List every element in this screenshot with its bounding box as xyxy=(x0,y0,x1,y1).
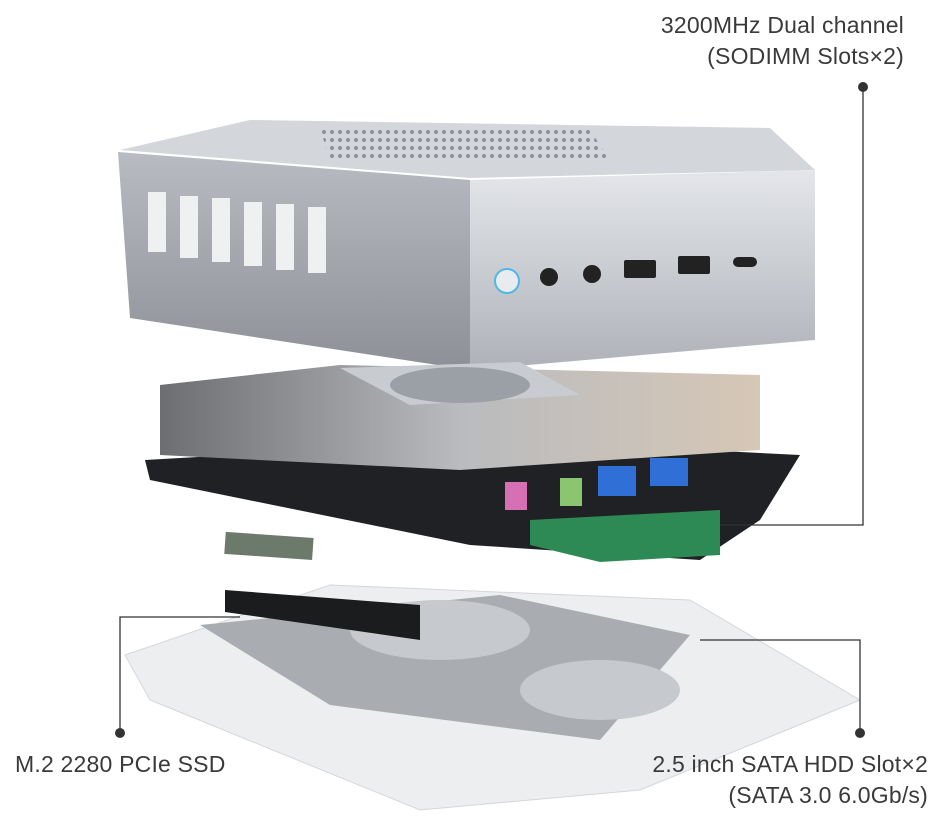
ssd-callout: M.2 2280 PCIe SSD xyxy=(15,749,226,780)
hdd-callout-line1: 2.5 inch SATA HDD Slot×2 xyxy=(652,751,928,777)
memory-callout-line2: (SODIMM Slots×2) xyxy=(707,43,904,69)
usb-c-port-icon xyxy=(733,257,757,267)
usb-port-icon xyxy=(624,260,656,278)
bottom-tray xyxy=(124,584,862,811)
callout-dot-hdd xyxy=(855,728,865,738)
ssd-module xyxy=(225,590,420,640)
audio-jack-icon xyxy=(540,268,558,286)
callout-lines xyxy=(119,87,864,733)
vent-grill xyxy=(320,128,610,162)
usb-port-icon xyxy=(678,256,710,274)
callout-dot-memory xyxy=(858,82,868,92)
headphone-jack-icon xyxy=(583,265,601,283)
power-button-icon xyxy=(494,268,520,294)
memory-callout: 3200MHz Dual channel (SODIMM Slots×2) xyxy=(661,10,904,72)
cpu-chip xyxy=(224,531,314,560)
chassis-top xyxy=(118,120,815,370)
callout-dot-ssd xyxy=(115,728,125,738)
side-vents xyxy=(148,192,326,273)
ssd-callout-line1: M.2 2280 PCIe SSD xyxy=(15,751,226,777)
motherboard-assembly xyxy=(145,362,800,562)
hdd-callout: 2.5 inch SATA HDD Slot×2 (SATA 3.0 6.0Gb… xyxy=(652,749,928,811)
memory-callout-line1: 3200MHz Dual channel xyxy=(660,12,904,38)
hdd-callout-line2: (SATA 3.0 6.0Gb/s) xyxy=(728,782,928,808)
